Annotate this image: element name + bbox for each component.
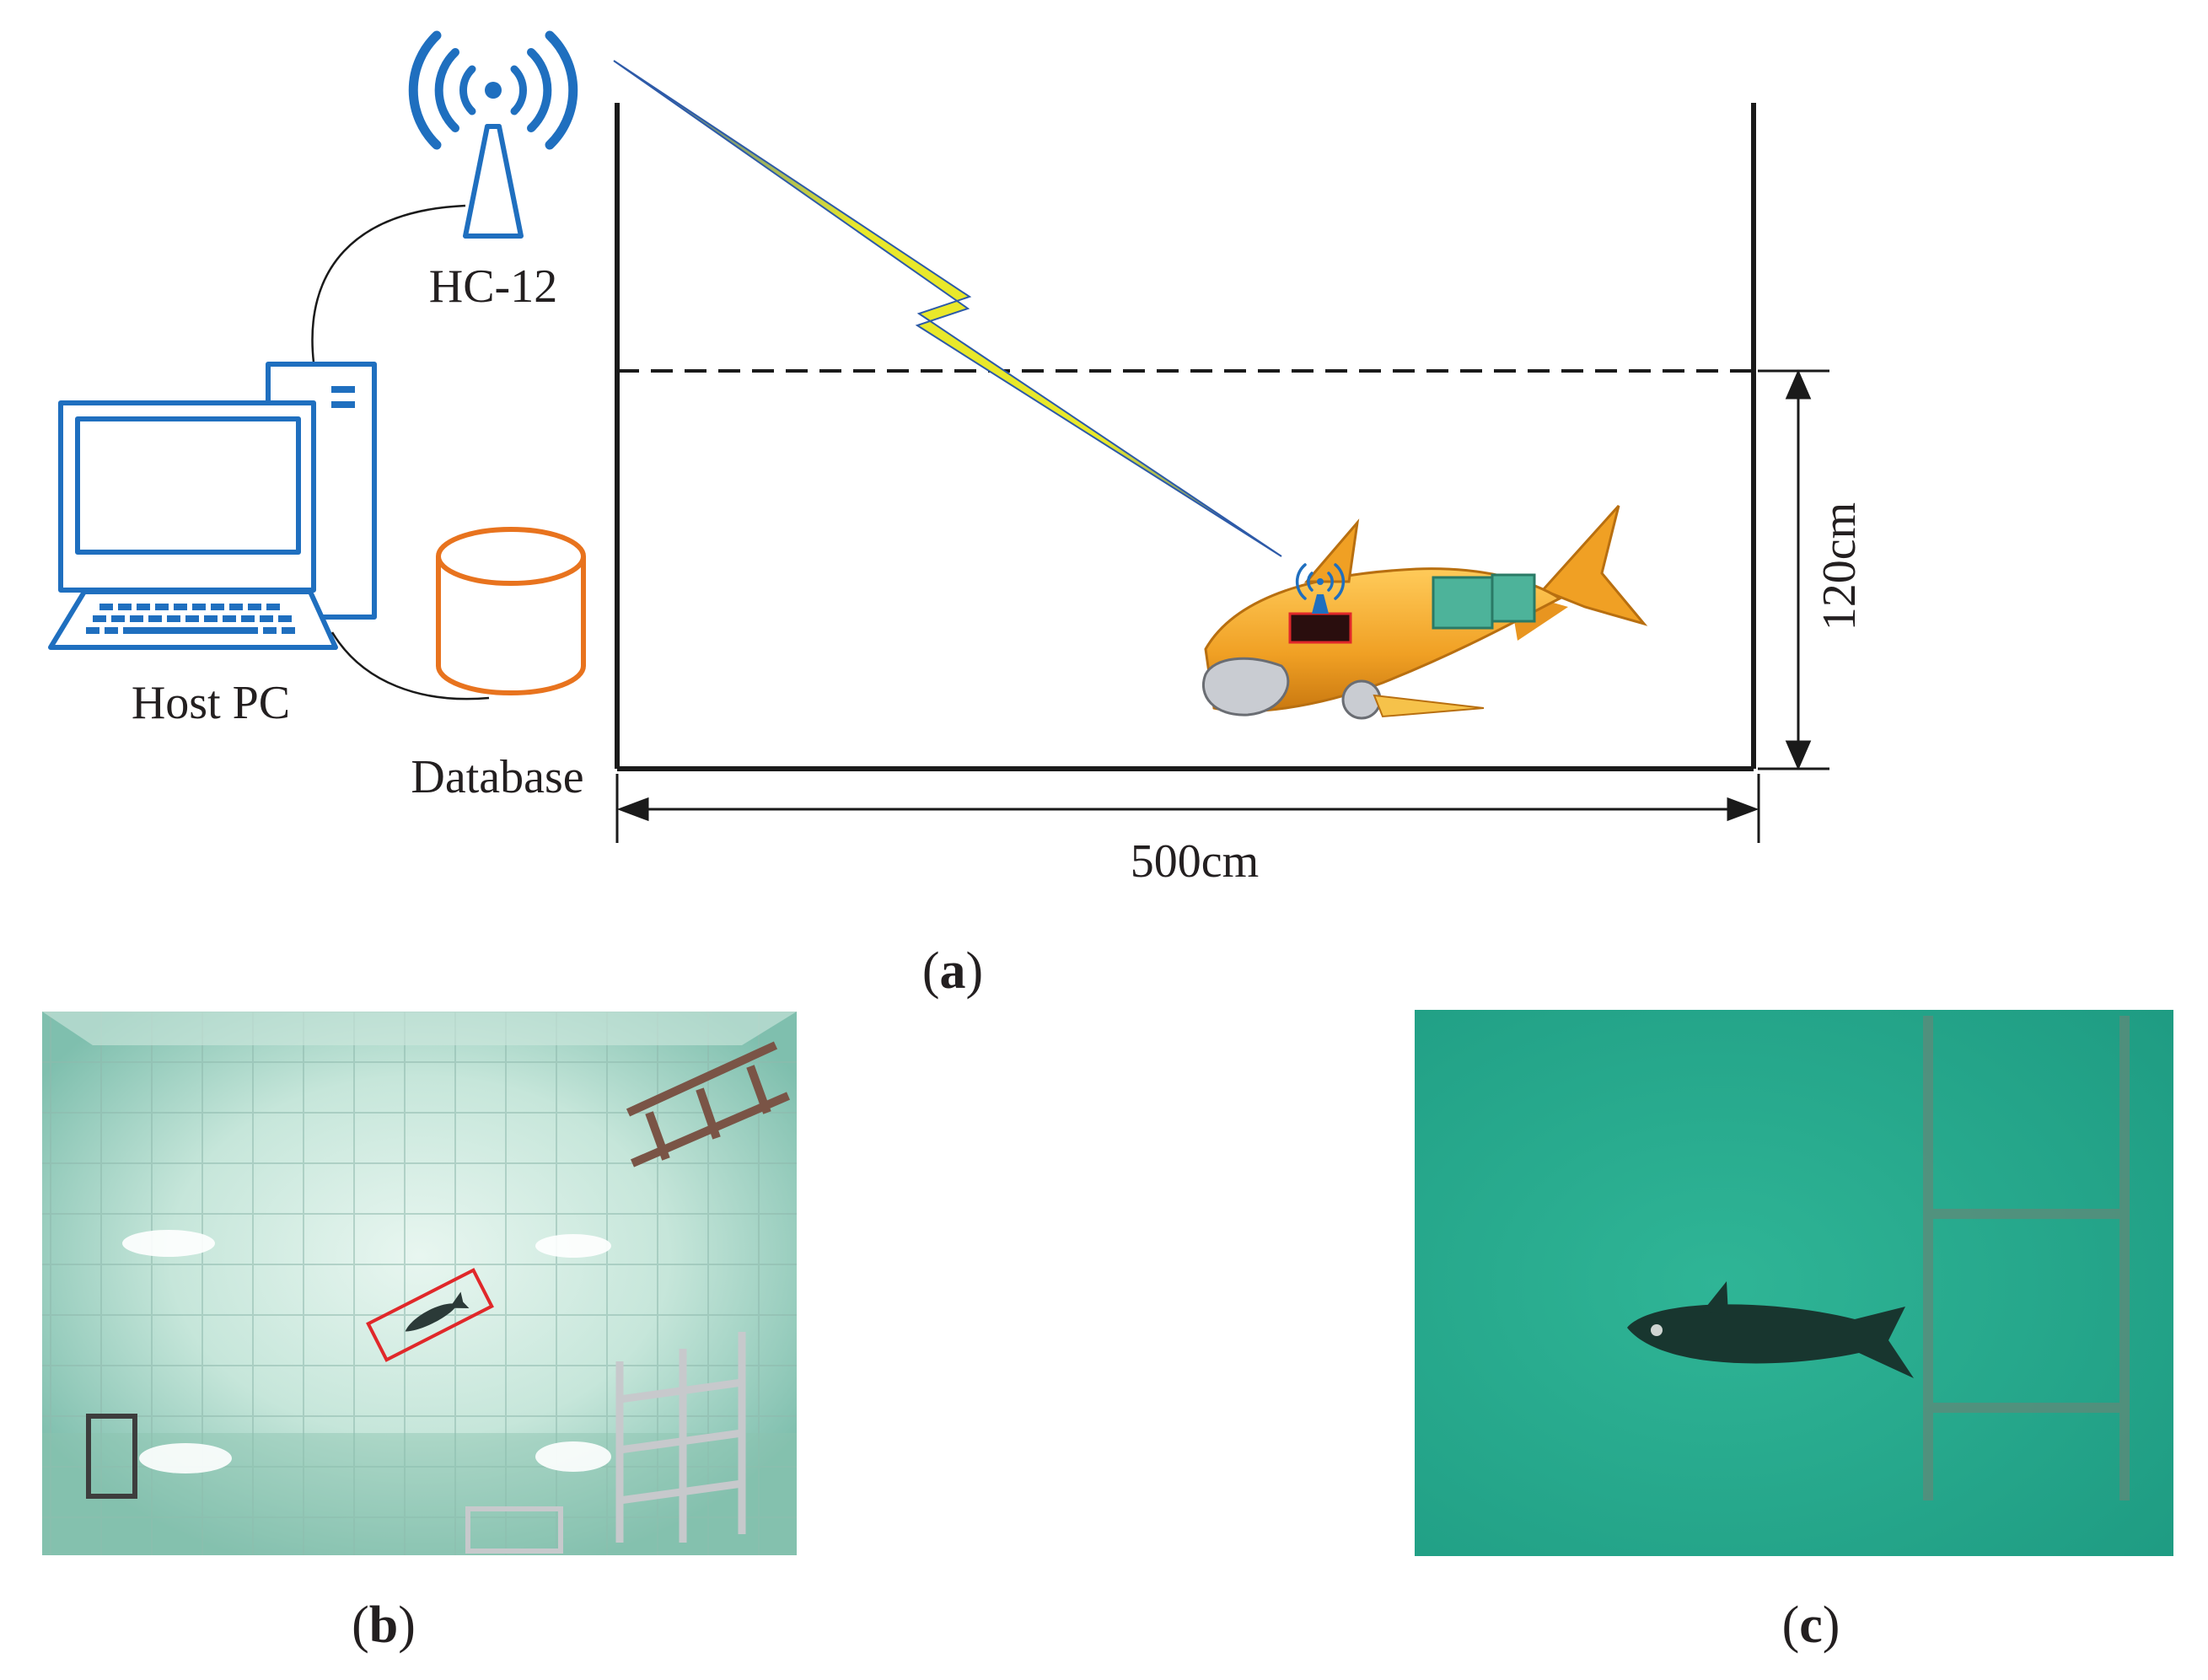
caption-c: (c) — [1782, 1597, 1840, 1654]
database-cylinder-icon — [436, 527, 586, 695]
panel-b-photo: (b) — [42, 1012, 797, 1654]
ladder-top-right — [626, 1041, 790, 1167]
wifi-tower-icon — [408, 30, 578, 239]
panel-a: 120cm 500cm HC-12 — [48, 30, 1866, 1000]
ladder-frame — [1923, 1016, 2130, 1500]
antenna-cable — [311, 204, 466, 363]
caption-b: (b) — [352, 1597, 416, 1654]
host-pc-label: Host PC — [132, 677, 290, 729]
robotic-fish-illustration — [1202, 504, 1648, 720]
panel-c-photo: (c) — [1415, 1010, 2173, 1654]
depth-dimension — [1758, 369, 1829, 770]
light-reflections — [122, 1230, 611, 1473]
database-label: Database — [411, 751, 583, 803]
lightning-bolt-icon — [613, 60, 1282, 557]
depth-label: 120cm — [1813, 502, 1866, 631]
desktop-computer-icon — [48, 362, 377, 650]
width-label: 500cm — [1131, 835, 1259, 888]
width-dimension — [615, 774, 1760, 843]
antenna-label: HC-12 — [429, 260, 557, 313]
bounding-box — [366, 1268, 494, 1362]
aluminum-rack — [615, 1332, 746, 1543]
tank — [615, 103, 1756, 771]
caption-a: (a) — [922, 942, 983, 1000]
database-cable — [330, 631, 490, 700]
robot-fish-photo — [1627, 1281, 1914, 1378]
